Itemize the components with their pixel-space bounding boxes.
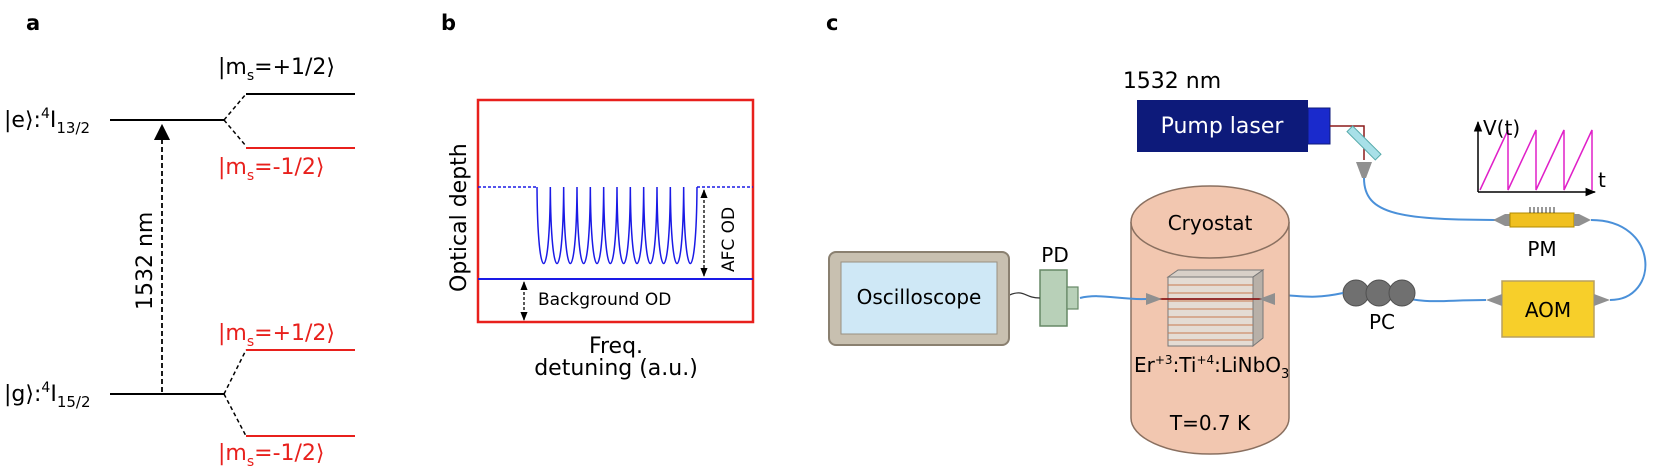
oscilloscope-label: Oscilloscope	[857, 285, 982, 309]
afc-comb-trace	[536, 186, 698, 264]
excited-split-down-dash	[223, 119, 247, 147]
panel-a: a |e⟩:4I13/2 |ms=+1/2⟩ |ms=-1/2⟩ 1532 nm…	[4, 11, 355, 470]
afc-ylabel: Optical depth	[447, 143, 472, 292]
ground-down-label: |ms=-1/2⟩	[218, 441, 325, 470]
ramp-t-label: t	[1598, 168, 1606, 192]
pm-connector-right	[1574, 214, 1591, 226]
afc-xlabel-line2: detuning (a.u.)	[534, 356, 698, 381]
ground-split-up-dash	[223, 349, 247, 395]
laser-wavelength-label: 1532 nm	[1123, 69, 1221, 94]
pm-body	[1509, 212, 1575, 228]
transition-wavelength: 1532 nm	[133, 212, 158, 310]
aom-label: AOM	[1525, 298, 1571, 322]
excited-state-label: |e⟩:4I13/2	[4, 106, 90, 137]
crystal-connector-right	[1259, 293, 1275, 305]
pd-label: PD	[1041, 243, 1068, 267]
mirror-icon	[1346, 125, 1382, 161]
pump-laser-head	[1307, 107, 1331, 145]
pc-paddle-1	[1342, 279, 1370, 307]
photodetector-body	[1039, 269, 1068, 327]
fiber-laser-to-pm	[1363, 177, 1506, 221]
pm-connector-left	[1493, 214, 1510, 226]
panel-a-label: a	[26, 11, 40, 35]
crystal-composition: Er+3:Ti+4:LiNbO3	[1134, 353, 1289, 382]
afc-xlabel-line1: Freq.	[589, 334, 643, 359]
pump-laser-label: Pump laser	[1161, 114, 1285, 139]
pc-paddle-3	[1388, 279, 1416, 307]
oscilloscope-screen	[840, 261, 998, 335]
afc-od-label: AFC OD	[719, 207, 739, 272]
temperature-label: T=0.7 K	[1169, 411, 1251, 435]
panel-b: b Optical depth AFC OD Background OD Fre…	[441, 11, 755, 381]
fiber-coupler-top	[1356, 162, 1372, 178]
pm-electrodes	[1529, 207, 1555, 213]
fiber-pm-to-aom	[1590, 219, 1647, 301]
panel-b-label: b	[441, 11, 456, 35]
ground-split-down-dash	[223, 393, 247, 437]
photodetector-window	[1066, 286, 1079, 310]
cryostat-label: Cryostat	[1168, 211, 1253, 235]
crystal-connector-left	[1146, 293, 1162, 305]
aom-connector-left	[1486, 294, 1502, 306]
pc-label: PC	[1369, 310, 1395, 334]
afc-plot-frame	[476, 98, 755, 324]
aom-connector-right	[1594, 294, 1610, 306]
ground-state-label: |g⟩:4I15/2	[4, 380, 91, 411]
aom-box	[1501, 280, 1595, 338]
panel-c: c 1532 nm Pump laser V(t) t PM	[826, 11, 1647, 455]
crystal-icon	[1158, 269, 1265, 348]
ground-up-label: |ms=+1/2⟩	[218, 321, 335, 350]
pm-label: PM	[1527, 237, 1556, 261]
ramp-waveform	[1479, 129, 1593, 191]
fiber-cryostat-to-pd	[1079, 295, 1147, 301]
excited-down-label: |ms=-1/2⟩	[218, 155, 325, 184]
panel-c-label: c	[826, 11, 838, 35]
pump-laser-body	[1137, 100, 1308, 152]
pc-paddle-2	[1365, 279, 1393, 307]
ramp-vt-label: V(t)	[1483, 116, 1520, 140]
excited-up-label: |ms=+1/2⟩	[218, 55, 335, 84]
cryostat-top	[1130, 185, 1290, 259]
excited-split-up-dash	[223, 93, 247, 121]
background-od-label: Background OD	[538, 290, 671, 310]
